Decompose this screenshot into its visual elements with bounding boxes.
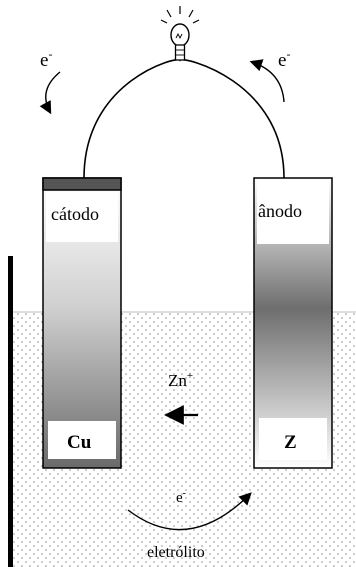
cathode-electrode bbox=[42, 177, 122, 469]
zinc-ion-label: Zn+ bbox=[168, 370, 193, 390]
copper-label: Cu bbox=[67, 432, 92, 453]
anode-label: ânodo bbox=[258, 201, 302, 221]
electron-label-bottom: e- bbox=[176, 488, 186, 506]
anode-electrode bbox=[253, 177, 333, 469]
cathode-label: cátodo bbox=[51, 204, 99, 224]
electron-flow-arrow-left bbox=[39, 71, 61, 115]
zinc-label: Z bbox=[284, 432, 297, 453]
external-wire bbox=[83, 58, 285, 179]
electrolyte-electron-arrow bbox=[127, 492, 252, 531]
electron-label-left: e- bbox=[40, 47, 52, 71]
electrolyte-label: eletrólito bbox=[147, 544, 205, 561]
container-wall bbox=[8, 256, 13, 567]
electron-flow-arrow-right bbox=[249, 59, 285, 103]
electron-label-right: e- bbox=[278, 47, 290, 71]
light-bulb-icon bbox=[160, 6, 200, 61]
